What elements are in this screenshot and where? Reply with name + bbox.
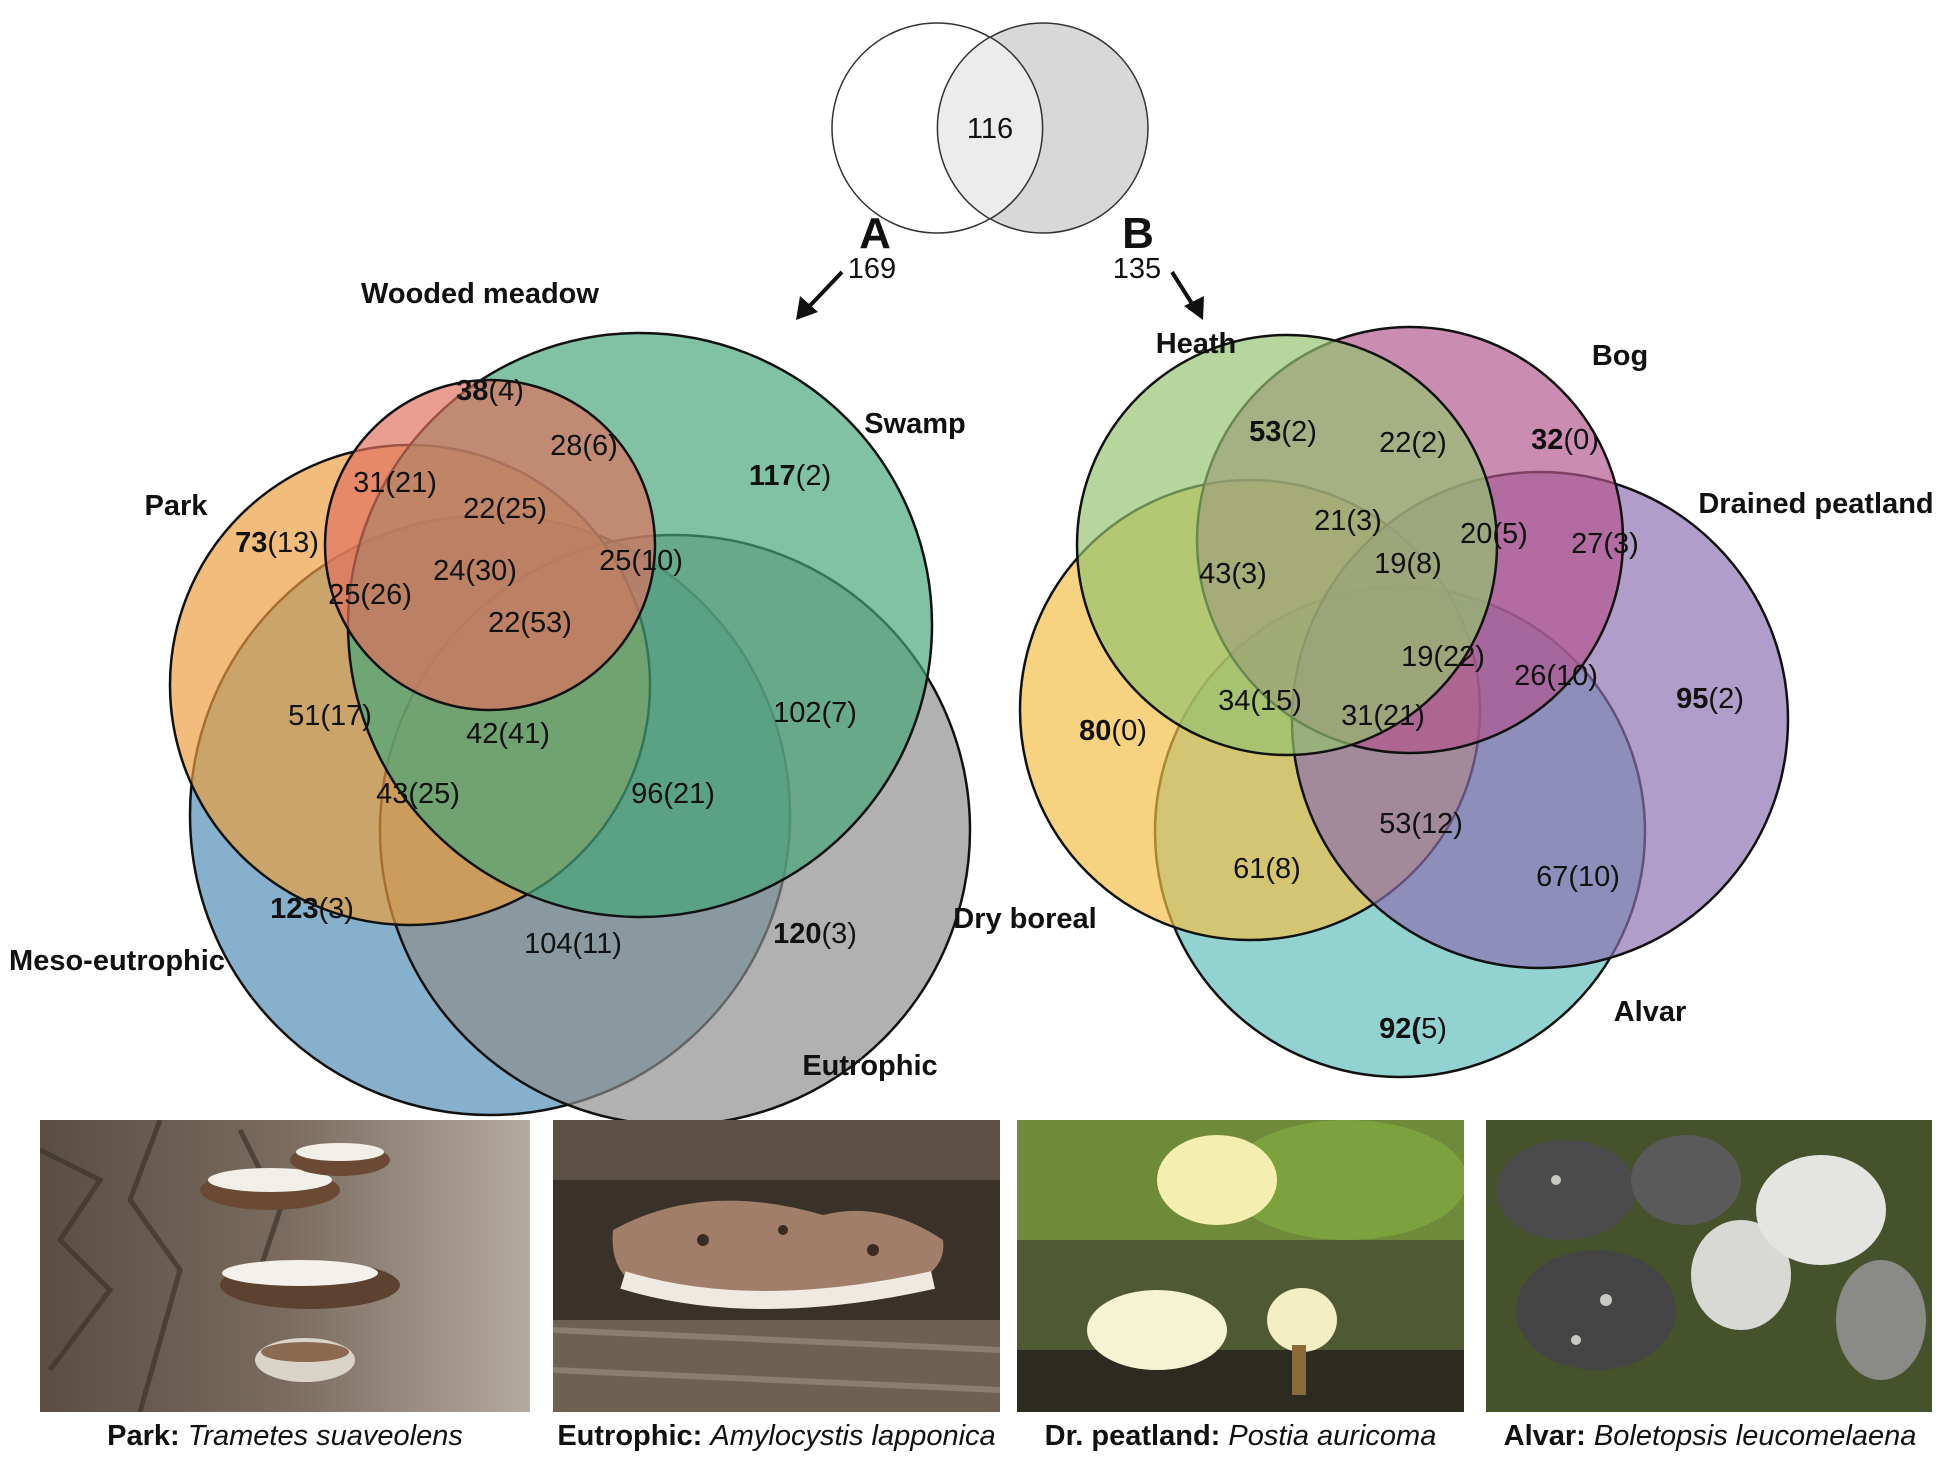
region-eutrophic-only: 120(3) <box>773 918 857 950</box>
region-label: 42(41) <box>466 718 550 750</box>
set-label-bog: Bog <box>1592 340 1648 372</box>
region-label: 22(25) <box>463 493 547 525</box>
region-label: 43(25) <box>376 778 460 810</box>
region-label: 21(3) <box>1314 505 1382 537</box>
set-label-swamp: Swamp <box>864 408 966 440</box>
panel-b-arrow-head <box>1184 296 1204 320</box>
region-label: 19(8) <box>1374 548 1442 580</box>
set-label-dry-boreal: Dry boreal <box>953 903 1096 935</box>
caption-drained-peatland: Dr. peatland: Postia auricoma <box>1017 1418 1464 1454</box>
photo-eutrophic-fungus <box>553 1120 1000 1412</box>
region-drained-peatland-only: 95(2) <box>1676 683 1744 715</box>
panel-b-venn <box>1018 325 1790 1079</box>
region-label: 25(10) <box>599 545 683 577</box>
region-swamp-only: 117(2) <box>749 460 831 492</box>
set-label-alvar: Alvar <box>1614 996 1687 1028</box>
heath-set <box>1075 333 1499 757</box>
region-label: 28(6) <box>550 430 618 462</box>
region-label: 20(5) <box>1460 518 1528 550</box>
region-label: 31(21) <box>353 467 437 499</box>
caption-park: Park: Trametes suaveolens <box>40 1418 530 1454</box>
panel-b-letter: B <box>1122 209 1154 258</box>
region-label: 26(10) <box>1514 660 1598 692</box>
moss-fungus-image <box>1017 1120 1464 1412</box>
venn-figure: 116 A 169 B 135 Wooded meadow Swamp Park… <box>9 22 1934 1120</box>
panel-a-count: 169 <box>848 253 896 285</box>
region-label: 102(7) <box>773 697 857 729</box>
ground-mushrooms-image <box>1486 1120 1932 1412</box>
region-label: 24(30) <box>433 555 517 587</box>
panel-a-pointer: A 169 <box>796 209 896 320</box>
photo-drained-peatland-fungus <box>1017 1120 1464 1412</box>
set-label-wooded-meadow: Wooded meadow <box>361 278 599 310</box>
panel-b-count: 135 <box>1113 253 1161 285</box>
caption-eutrophic: Eutrophic: Amylocystis lapponica <box>528 1418 1025 1454</box>
panel-b-pointer: B 135 <box>1113 209 1204 320</box>
top-venn-intersection <box>936 36 1044 220</box>
region-label: 34(15) <box>1218 685 1302 717</box>
set-label-heath: Heath <box>1156 328 1237 360</box>
set-label-eutrophic: Eutrophic <box>802 1050 937 1082</box>
region-label: 22(2) <box>1379 427 1447 459</box>
region-dry-boreal-only: 80(0) <box>1079 715 1147 747</box>
set-label-park: Park <box>145 490 209 522</box>
top-venn: 116 <box>831 22 1149 234</box>
set-label-meso-eutrophic: Meso-eutrophic <box>9 945 225 977</box>
log-polypore-image <box>553 1120 1000 1412</box>
panel-b-labels: Heath Bog Drained peatland Dry boreal Al… <box>953 328 1933 1045</box>
set-label-drained-peatland: Drained peatland <box>1698 488 1933 520</box>
region-label: 96(21) <box>631 778 715 810</box>
region-label: 43(3) <box>1199 558 1267 590</box>
region-label: 19(22) <box>1401 641 1485 673</box>
top-venn-intersection-label: 116 <box>967 113 1013 145</box>
caption-species: Boletopsis leucomelaena <box>1593 1420 1917 1452</box>
region-label: 51(17) <box>288 700 372 732</box>
wooded-meadow-set <box>323 378 657 712</box>
region-park-only: 73(13) <box>235 527 319 559</box>
caption-species: Postia auricoma <box>1228 1420 1437 1452</box>
region-wooded-meadow-only: 38(4) <box>456 375 524 407</box>
caption-habitat: Eutrophic: <box>557 1420 703 1452</box>
region-label: 27(3) <box>1571 528 1639 560</box>
region-meso-eutrophic-only: 123(3) <box>270 893 354 925</box>
region-alvar-only: 92(5) <box>1379 1013 1447 1045</box>
region-label: 22(53) <box>488 607 572 639</box>
photo-alvar-fungus <box>1486 1120 1932 1412</box>
region-label: 31(21) <box>1341 700 1425 732</box>
panel-a-labels: Wooded meadow Swamp Park Meso-eutrophic … <box>9 278 966 1082</box>
region-bog-only: 32(0) <box>1531 424 1599 456</box>
tree-bracket-fungus-image <box>40 1120 530 1412</box>
region-label: 53(12) <box>1379 808 1463 840</box>
region-label: 67(10) <box>1536 861 1620 893</box>
caption-alvar: Alvar: Boletopsis leucomelaena <box>1476 1418 1944 1454</box>
panel-a-arrow-head <box>796 296 818 320</box>
caption-habitat: Alvar: <box>1503 1420 1586 1452</box>
caption-habitat: Dr. peatland: <box>1044 1420 1221 1452</box>
panel-a-letter: A <box>859 209 891 258</box>
panel-a-venn <box>168 331 972 1120</box>
caption-species: Trametes suaveolens <box>187 1420 463 1452</box>
photo-park-fungus <box>40 1120 530 1412</box>
region-label: 104(11) <box>524 928 622 960</box>
region-label: 25(26) <box>328 579 412 611</box>
caption-species: Amylocystis lapponica <box>710 1420 996 1452</box>
region-label: 61(8) <box>1233 853 1301 885</box>
caption-habitat: Park: <box>107 1420 180 1452</box>
region-heath-only: 53(2) <box>1249 416 1317 448</box>
